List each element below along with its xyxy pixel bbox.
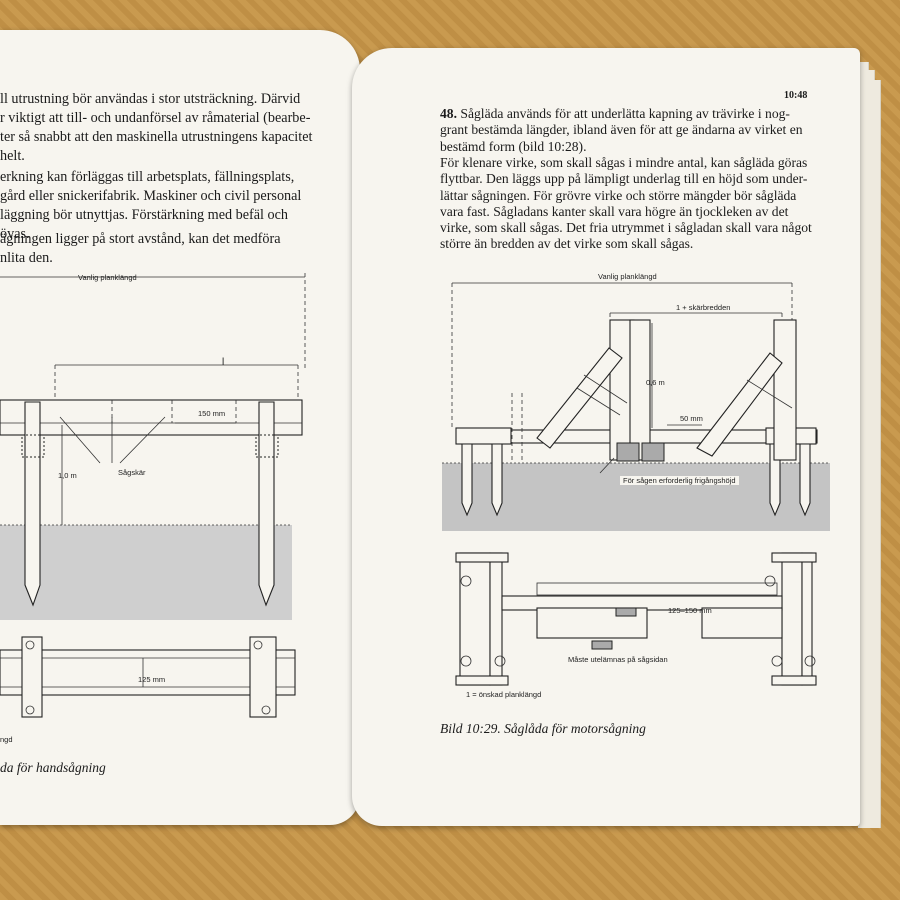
- text-line: virke, som skall sågas. Det fria utrymme…: [440, 220, 812, 236]
- text-line: vara fast. Sågladans kanter skall vara h…: [440, 203, 789, 219]
- text-line: Sågläda används för att underlätta kapni…: [457, 106, 790, 121]
- label-l: l: [222, 357, 225, 368]
- text-line: r viktigt att till- och undanförsel av r…: [0, 110, 311, 126]
- text-line: erkning kan förläggas till arbetsplats, …: [0, 169, 295, 185]
- left-paragraph-3: ägningen ligger på stort avstånd, kan de…: [0, 230, 281, 268]
- label-saw-cuts: Sågskär: [118, 468, 146, 477]
- text-line: gård eller snickerifabrik. Maskiner och …: [0, 188, 302, 204]
- text-line: bestämd form (bild 10:28).: [440, 138, 587, 154]
- text-line: ll utrustning bör användas i stor utsträ…: [0, 91, 301, 107]
- left-figure-caption: da för handsågning: [0, 760, 106, 775]
- left-page: ll utrustning bör användas i stor utsträ…: [0, 30, 360, 825]
- left-paragraph-2: erkning kan förläggas till arbetsplats, …: [0, 168, 301, 244]
- text-line: helt.: [0, 148, 25, 164]
- text-line: flyttbar. Den läggs upp på lämpligt unde…: [440, 171, 808, 187]
- ground-area: [442, 463, 830, 531]
- text-line: grant bestämda längder, ibland även för …: [440, 122, 803, 138]
- label-plank-length: Vanlig planklängd: [598, 272, 657, 281]
- label-length-fragment: ngd: [0, 735, 13, 744]
- text-line: ter så snabbt att den maskinella utrustn…: [0, 129, 313, 145]
- right-figure-caption: Bild 10:29. Såglåda för motorsågning: [440, 721, 646, 736]
- label-125mm: 125 mm: [138, 675, 166, 684]
- label-plank-length: Vanlig planklängd: [78, 273, 137, 282]
- label-150mm: 150 mm: [198, 409, 226, 418]
- text-line: läggning bör utnyttjas. Förstärkning med…: [0, 207, 289, 223]
- text-line: större än bredden av det virke som skall…: [440, 236, 694, 252]
- text-line: lättar sågningen. För grövre virke och s…: [440, 187, 797, 203]
- text-line: ägningen ligger på stort avstånd, kan de…: [0, 231, 281, 247]
- label-clearance: För sågen erforderlig frigångshöjd: [620, 476, 739, 485]
- section-number: 48.: [440, 106, 457, 121]
- right-paragraph-2: För klenare virke, som skall sågas i min…: [440, 155, 812, 253]
- label-legend: 1 = önskad planklängd: [466, 690, 542, 699]
- right-paragraph-1: 48. Sågläda används för att underlätta k…: [440, 106, 803, 155]
- motorsaw-box-diagram: [442, 282, 830, 686]
- text-line: För klenare virke, som skall sågas i min…: [440, 155, 808, 170]
- left-paragraph-1: ll utrustning bör användas i stor utsträ…: [0, 90, 312, 166]
- text-line: övas.: [0, 226, 30, 242]
- label-sawwidth: 1 + skärbredden: [676, 303, 731, 312]
- text-line: nlita den.: [0, 250, 53, 266]
- ground-area: [0, 525, 292, 620]
- label-width: 125–150 mm: [668, 606, 712, 615]
- label-height: 1,0 m: [58, 471, 77, 480]
- page-number: 10:48: [784, 90, 808, 101]
- right-page: 10:48 48. Sågläda används för att underl…: [352, 48, 860, 826]
- handsaw-box-diagram: [0, 273, 306, 718]
- label-50mm: 50 mm: [680, 414, 703, 423]
- label-height: 0,6 m: [646, 378, 665, 387]
- page-edge: [858, 80, 881, 828]
- label-omit: Måste utelämnas på sågsidan: [568, 655, 668, 664]
